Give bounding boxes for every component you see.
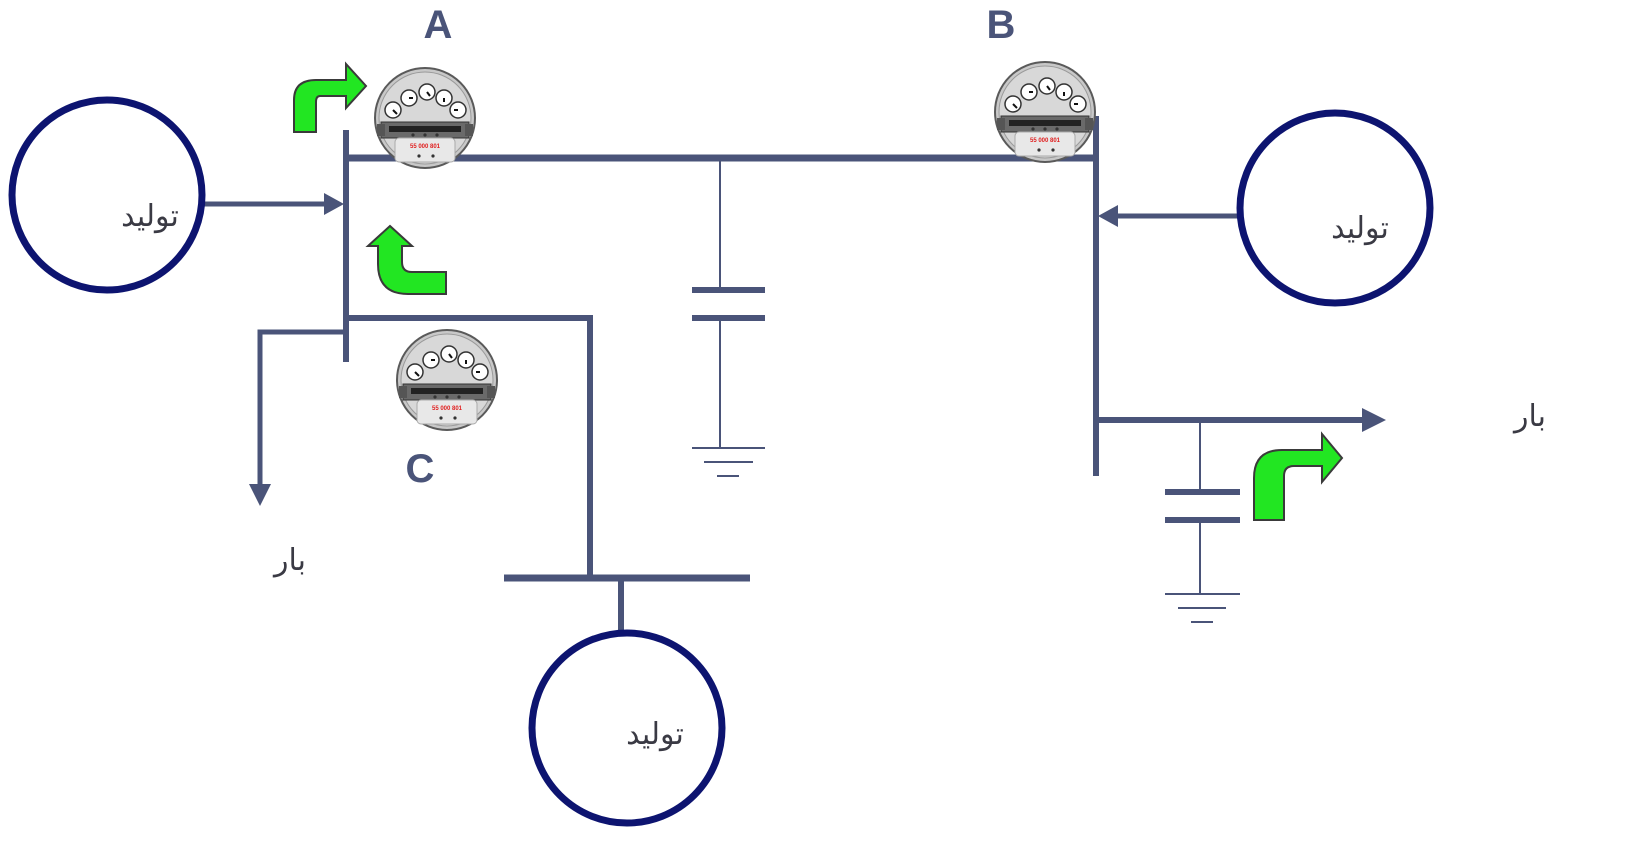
meter-c-display: 55 000 801 bbox=[432, 406, 463, 412]
generator-bottom-label: تولید bbox=[626, 717, 684, 752]
ground-right-symbol bbox=[1165, 593, 1240, 623]
generator-right: تولید bbox=[1236, 109, 1434, 307]
generator-bottom: تولید bbox=[528, 629, 726, 827]
meter-a-icon: 55 000 801 bbox=[374, 67, 476, 169]
meter-a-display: 55 000 801 bbox=[410, 144, 441, 150]
load-right-arrowhead bbox=[1362, 408, 1386, 432]
flow-arrow-a-return-icon bbox=[365, 224, 447, 295]
bus-c-label: C bbox=[406, 447, 435, 491]
load-left-label: بار bbox=[272, 543, 306, 578]
load-left-feeder bbox=[257, 329, 346, 490]
generator-left: تولید bbox=[8, 96, 206, 294]
flow-arrow-load-right-icon bbox=[1253, 431, 1344, 521]
load-right-label: بار bbox=[1512, 399, 1546, 434]
capacitor-mid bbox=[692, 160, 765, 477]
bus-a-label: A bbox=[424, 3, 453, 47]
ground-mid-symbol bbox=[692, 447, 765, 477]
flow-arrow-a-icon bbox=[293, 61, 368, 133]
generator-right-label: تولید bbox=[1331, 211, 1389, 246]
gen-left-feeder-arrowhead bbox=[324, 193, 344, 215]
load-left-arrowhead bbox=[249, 484, 271, 506]
meter-b-display: 55 000 801 bbox=[1030, 138, 1061, 144]
bus-b-label: B bbox=[987, 3, 1016, 47]
capacitor-right bbox=[1165, 420, 1240, 623]
wiring bbox=[200, 116, 1386, 636]
line-a-c bbox=[346, 315, 593, 578]
meter-b-icon: 55 000 801 bbox=[994, 61, 1096, 163]
gen-right-feeder-arrowhead bbox=[1098, 205, 1118, 227]
meter-c-icon: 55 000 801 bbox=[396, 329, 498, 431]
generator-left-label: تولید bbox=[121, 199, 179, 234]
